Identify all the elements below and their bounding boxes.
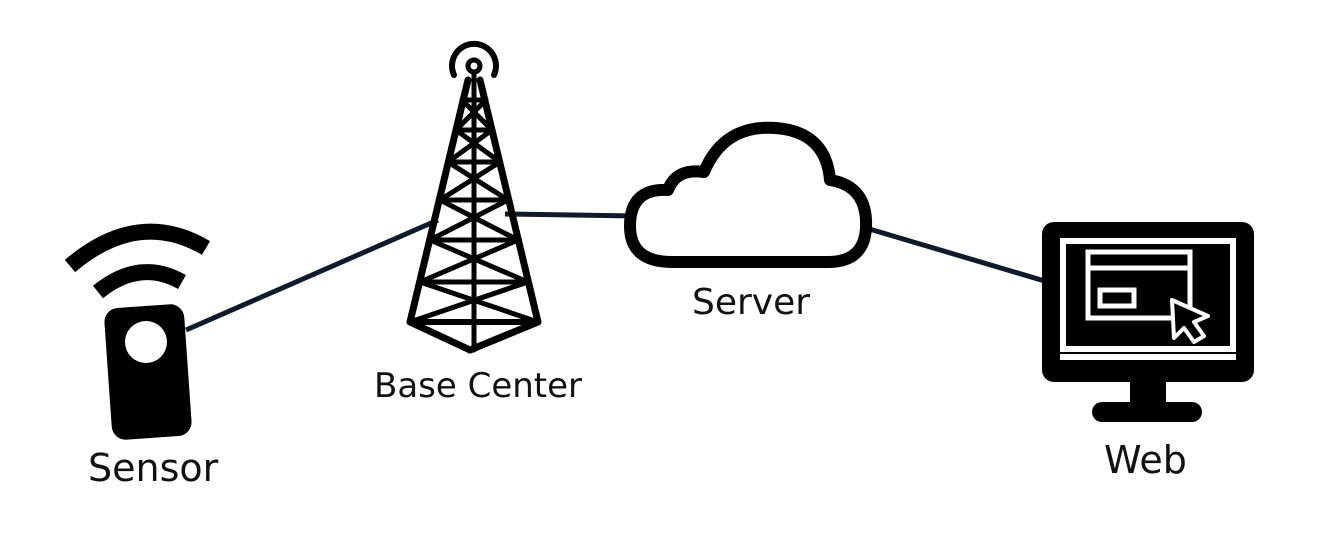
connection-lines: [184, 211, 1049, 333]
cloud-shape: [624, 121, 873, 268]
monitor-stand: [1092, 402, 1202, 422]
tower-lattice: [407, 77, 541, 353]
link-server-web: [865, 225, 1049, 285]
cursor-icon: [1170, 298, 1210, 344]
wireless-sensor-icon: [64, 223, 211, 440]
monitor-inner: [1066, 244, 1230, 346]
monitor-browser-icon: [1042, 222, 1254, 422]
link-sensor-base: [184, 217, 440, 333]
monitor-chin-line: [1060, 354, 1236, 360]
link-base-server: [504, 211, 639, 219]
antenna-arc: [449, 40, 499, 78]
radio-tower-icon: [406, 40, 542, 354]
base-center-label: Base Center: [374, 366, 583, 406]
signal-wave-outer: [64, 223, 211, 273]
browser-window-icon: [1085, 249, 1193, 321]
sensor-label: Sensor: [88, 446, 219, 490]
web-label: Web: [1104, 438, 1187, 482]
cloud-icon: [624, 121, 873, 268]
signal-wave-inner: [92, 264, 186, 299]
sensor-lens: [125, 321, 167, 363]
server-label: Server: [692, 282, 811, 323]
